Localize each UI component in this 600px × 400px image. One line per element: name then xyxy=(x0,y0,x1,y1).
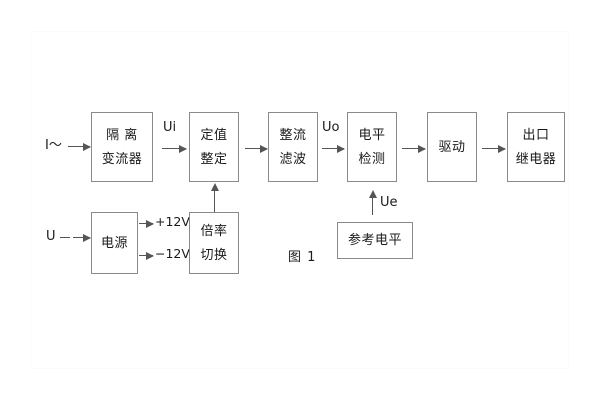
block-output-relay: 出口 继电器 xyxy=(507,112,565,182)
block-multiplier-switch: 倍率 切换 xyxy=(189,212,239,274)
block-isolation-transformer: 隔 离 变流器 xyxy=(91,112,153,182)
block-driver: 驱动 xyxy=(427,112,477,182)
arrow-multiplier-to-setting xyxy=(210,183,219,212)
diagram-frame xyxy=(30,31,569,369)
figure-caption: 图 1 xyxy=(288,250,317,265)
multiplier-switch-line-2: 切换 xyxy=(200,247,228,263)
multiplier-switch-line-1: 倍率 xyxy=(200,223,228,239)
arrow-isolation-to-setting xyxy=(162,144,187,153)
rectifier-filter-line-1: 整流 xyxy=(279,127,307,143)
rail-negative-label: −12V xyxy=(155,246,190,261)
isolation-transformer-line-1: 隔 离 xyxy=(106,127,138,143)
voltage-input-label: U xyxy=(46,229,56,244)
arrow-rail-positive xyxy=(139,219,154,228)
isolation-transformer-line-2: 变流器 xyxy=(101,151,143,167)
setting-value-line-1: 定值 xyxy=(200,127,228,143)
arrow-voltage-to-power-supply xyxy=(73,233,91,242)
output-relay-line-2: 继电器 xyxy=(515,151,557,167)
arrow-rectifier-to-level xyxy=(322,144,345,153)
block-reference-level: 参考电平 xyxy=(337,222,413,259)
voltage-input-stub xyxy=(60,237,70,238)
power-supply-line-1: 电源 xyxy=(100,235,128,251)
level-detection-line-2: 检测 xyxy=(358,151,386,167)
block-power-supply: 电源 xyxy=(91,212,138,274)
rectifier-filter-line-2: 滤波 xyxy=(279,151,307,167)
arrow-rail-negative xyxy=(139,251,154,260)
block-setting-value: 定值 整定 xyxy=(189,112,239,182)
reference-level-line-1: 参考电平 xyxy=(347,233,402,248)
ue-signal-label: Ue xyxy=(380,195,398,210)
setting-value-line-2: 整定 xyxy=(200,151,228,167)
driver-line-1: 驱动 xyxy=(438,139,466,155)
ui-signal-label: Ui xyxy=(163,120,177,135)
level-detection-line-1: 电平 xyxy=(358,127,386,143)
rail-positive-label: +12V xyxy=(155,214,190,229)
block-level-detection: 电平 检测 xyxy=(347,112,397,182)
arrow-reference-to-level xyxy=(368,190,377,215)
current-input-label: I～ xyxy=(45,138,62,153)
arrow-driver-to-relay xyxy=(482,144,506,153)
output-relay-line-1: 出口 xyxy=(522,127,550,143)
uo-signal-label: Uo xyxy=(322,120,340,135)
arrow-setting-to-rectifier xyxy=(245,144,268,153)
arrow-current-to-isolation xyxy=(68,142,91,151)
arrow-level-to-driver xyxy=(402,144,426,153)
block-rectifier-filter: 整流 滤波 xyxy=(268,112,318,182)
